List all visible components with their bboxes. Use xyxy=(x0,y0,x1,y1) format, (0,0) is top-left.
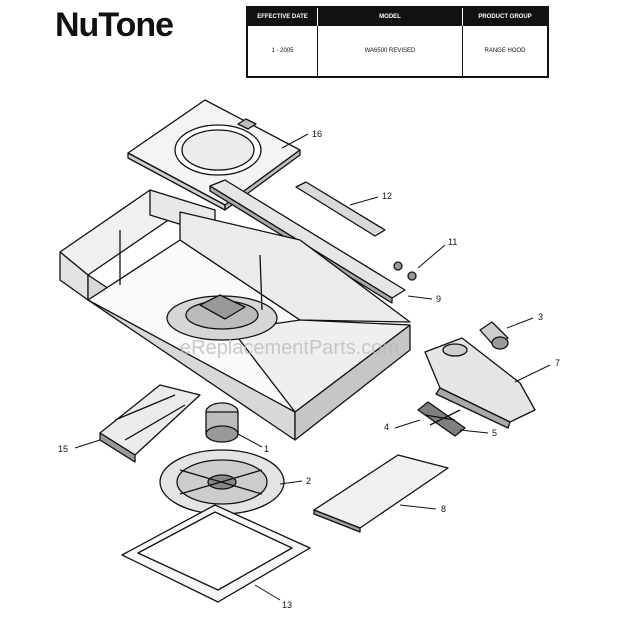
header-effective-date-value: 1 - 2005 xyxy=(248,26,318,76)
header-effective-date-label: EFFECTIVE DATE xyxy=(248,8,318,26)
nutone-logo: NuTone xyxy=(55,6,174,44)
part-label-15: 15 xyxy=(58,444,68,454)
watermark-text: eReplacementParts.com xyxy=(180,337,399,359)
header-model-label: MODEL xyxy=(318,8,463,26)
part-8-panel xyxy=(313,454,449,533)
part-3-lamp-socket xyxy=(479,321,509,350)
header-model-value: WA6500 REVISED xyxy=(318,26,463,76)
part-7-light-housing xyxy=(424,337,536,429)
part-15-filter-tray xyxy=(99,384,201,463)
part-label-1: 1 xyxy=(264,444,269,454)
part-label-7: 7 xyxy=(555,358,560,368)
part-label-13: 13 xyxy=(282,600,292,610)
part-label-3: 3 xyxy=(538,312,543,322)
part-1-motor xyxy=(205,402,239,443)
part-label-2: 2 xyxy=(306,476,311,486)
header-product-group-value: RANGE HOOD xyxy=(484,47,526,54)
part-label-4: 4 xyxy=(384,422,389,432)
part-label-16: 16 xyxy=(312,129,322,139)
hood-housing xyxy=(59,189,411,441)
part-11-screws xyxy=(393,261,417,281)
header-info-table: EFFECTIVE DATE MODEL PRODUCT GROUP 1 - 2… xyxy=(246,6,549,78)
part-label-11: 11 xyxy=(448,237,457,247)
part-4-5-switch xyxy=(417,401,466,437)
header-product-group-label: PRODUCT GROUP xyxy=(463,8,547,26)
part-2-blower-wheel xyxy=(159,449,285,515)
part-label-12: 12 xyxy=(382,191,392,201)
part-label-8: 8 xyxy=(441,504,446,514)
part-label-9: 9 xyxy=(436,294,441,304)
part-12-strip xyxy=(295,181,386,237)
part-label-5: 5 xyxy=(492,428,497,438)
part-13-filter-frame xyxy=(121,504,311,603)
